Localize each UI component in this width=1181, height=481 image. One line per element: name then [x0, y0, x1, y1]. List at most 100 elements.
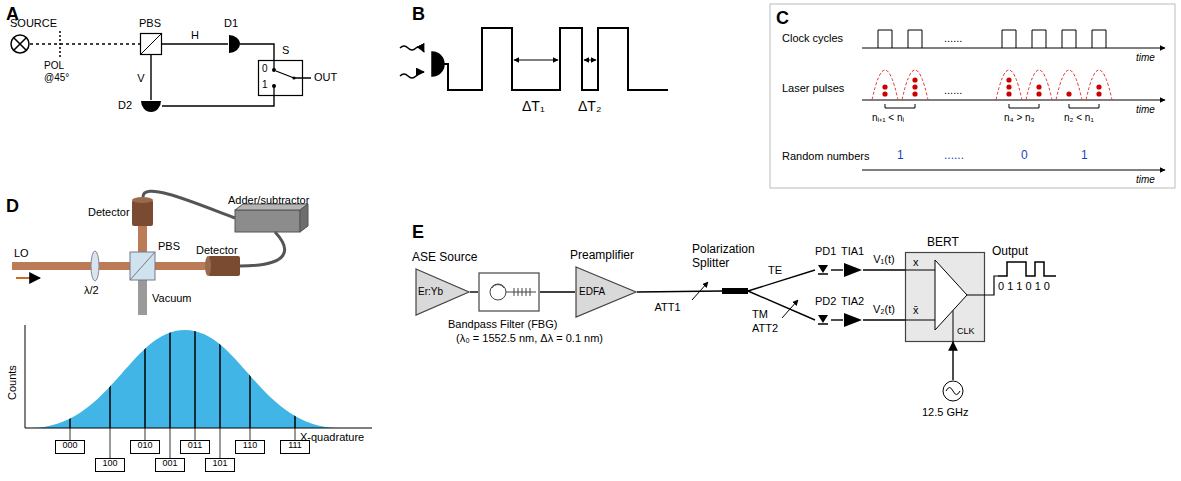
text-label: time [1136, 174, 1155, 186]
node-text: BERT [927, 235, 959, 249]
laser-pulse [1056, 70, 1082, 100]
connector [637, 291, 722, 292]
photon-dot [882, 91, 887, 96]
drawing-part [818, 265, 828, 273]
photon-dot [1006, 77, 1011, 82]
drawing-part [576, 267, 636, 317]
text-label: Adder/subtractor [228, 194, 309, 207]
node-text: x̄ [913, 304, 919, 317]
text-label: ...... [944, 84, 962, 97]
panel-letter: C [776, 8, 789, 30]
drawing-part [109, 320, 111, 428]
clock-pulse [878, 30, 892, 48]
text-label: LO [14, 247, 29, 260]
node-text: Preamplifier [570, 248, 634, 262]
text-label: TM [752, 308, 768, 321]
drawing-part [444, 28, 668, 90]
drawing-part [14, 38, 26, 50]
drawing-part [844, 313, 862, 327]
pair-bracket [1069, 104, 1099, 108]
bit-bin-box: 101 [205, 458, 235, 472]
detector-symbol: D2 [140, 100, 162, 112]
node-text: CLK [957, 326, 975, 337]
drawing-part [400, 72, 424, 78]
text-label: Vacuum [152, 292, 192, 305]
drawing-part [584, 60, 596, 61]
text-label: X-quadrature [300, 431, 364, 444]
pair-bracket [885, 104, 915, 108]
panel-letter: D [6, 196, 19, 218]
drawing-part [479, 273, 539, 311]
node-outline [228, 34, 240, 54]
text-label: Clock cycles [782, 32, 843, 45]
panel-letter: E [412, 222, 424, 244]
drawing-part [169, 320, 171, 428]
drawing-part [12, 262, 212, 270]
drawing-part [432, 52, 444, 76]
text-label: nᵢ₊₁ < nᵢ [872, 112, 904, 124]
edge-label: ATT1 [652, 300, 682, 312]
edge-label: H [189, 29, 201, 41]
drawing-part [25, 325, 26, 428]
tia-symbol: TIA2 [843, 312, 863, 328]
connector [30, 43, 140, 44]
drawing-part [143, 191, 235, 218]
drawing-part [220, 428, 221, 458]
beam-splitter: PBS [140, 33, 162, 55]
node-text: EDFA [579, 286, 605, 298]
node-text: x [913, 256, 919, 269]
connector [150, 55, 151, 100]
node-outline [140, 33, 162, 55]
drawing-part [985, 276, 998, 295]
drawing-part [946, 388, 960, 395]
clock-pulse [908, 30, 922, 48]
drawing-part [844, 263, 862, 277]
drawing-part [818, 323, 828, 325]
node-text: 011 [188, 440, 202, 451]
drawing-part [236, 441, 265, 454]
photon-dot [1036, 91, 1041, 96]
clock-pulse [1002, 30, 1016, 48]
node-outline [140, 100, 162, 112]
text-label: time [1136, 104, 1155, 116]
node-outline [722, 288, 748, 294]
photon-dot [1006, 91, 1011, 96]
drawing-part [170, 428, 171, 458]
drawing-part [70, 428, 71, 440]
bit-bin-box: 010 [130, 440, 160, 454]
light-source: SOURCE [10, 34, 30, 54]
edge-label: V₂(t) [871, 303, 897, 315]
text-label: Detector [88, 206, 130, 219]
drawing-part [156, 459, 185, 472]
drawing-part [906, 253, 985, 342]
connector [240, 44, 274, 60]
node-text: PD1 [815, 245, 836, 258]
laser-pulse [872, 70, 898, 100]
drawing-part [132, 197, 153, 203]
connector [863, 319, 905, 320]
drawing-part [208, 256, 240, 276]
node-text: D2 [118, 99, 132, 112]
text-label: n₄ > n₃ [1004, 112, 1035, 124]
tia-symbol: TIA1 [843, 262, 863, 278]
drawing-part [70, 428, 295, 458]
drawing-part [144, 320, 146, 428]
photon-dot [1036, 84, 1041, 89]
node-text: Polarization Splitter [692, 242, 772, 271]
node-text: 111 [288, 440, 302, 451]
text-label: PBS [158, 240, 180, 253]
text-label: Counts [6, 365, 19, 400]
drawing-part [935, 260, 967, 330]
drawing-part [250, 428, 251, 440]
panel-b-art [400, 28, 668, 90]
node-text: Bandpass Filter (FBG) [448, 318, 557, 331]
connector [863, 269, 905, 270]
node-text: TIA2 [841, 295, 864, 308]
drawing-part [229, 35, 240, 53]
drawing-part [25, 428, 372, 429]
drawing-part [16, 277, 40, 279]
text-label: 1 [897, 148, 904, 162]
panel-e-art [692, 262, 1056, 318]
text-label: time [1136, 52, 1155, 64]
drawing-part [400, 46, 424, 52]
